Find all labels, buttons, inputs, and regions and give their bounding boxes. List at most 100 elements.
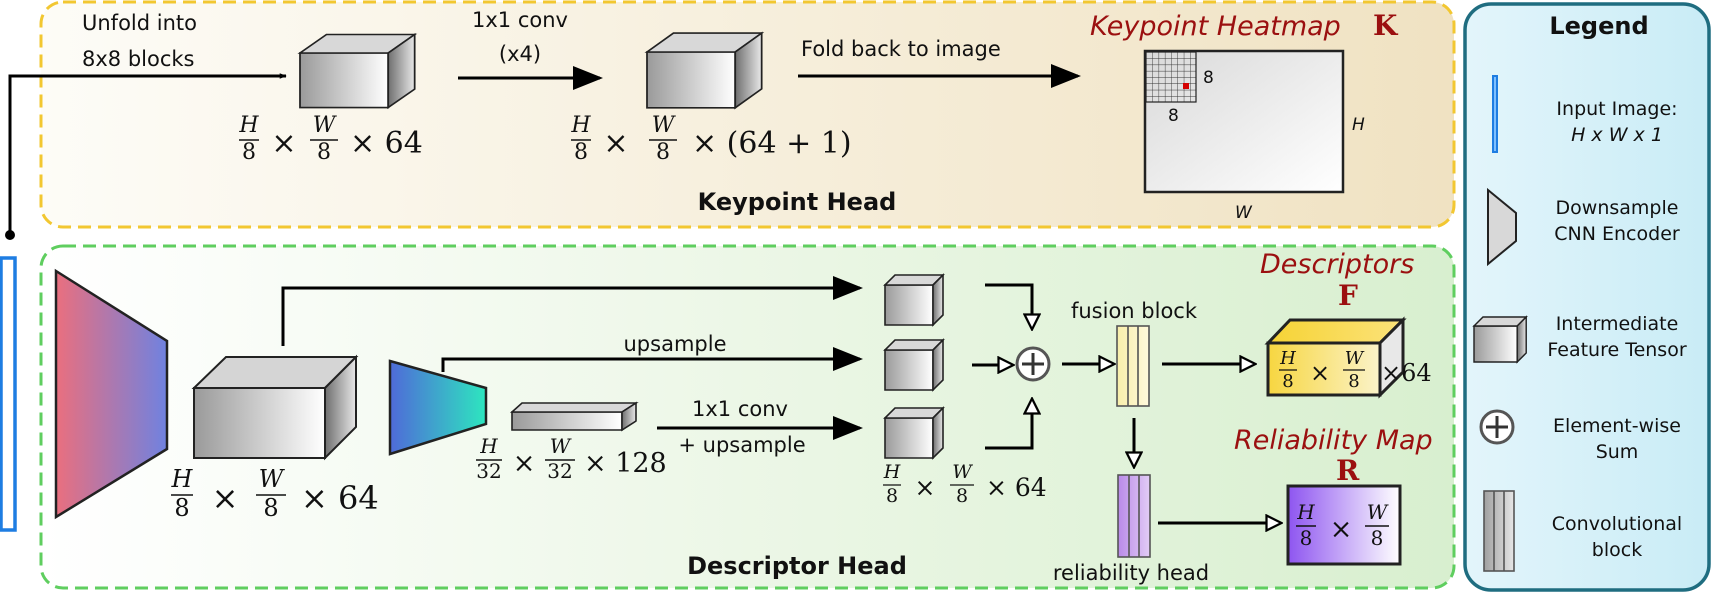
legend-panel — [1463, 2, 1711, 592]
skip-connection-arrow — [281, 276, 863, 346]
legend-title: Legend — [1549, 12, 1648, 40]
encoder-tensor-shape: H 8 × W 8 × 64 — [171, 465, 379, 522]
upsample-label: upsample — [624, 332, 727, 356]
top-to-sum-arrow — [985, 283, 1032, 328]
svg-text:H: H — [479, 434, 498, 458]
svg-text:8: 8 — [1282, 371, 1293, 392]
keypoint-tensor-2-shape: H 8 × W 8 × (64 + 1) — [570, 113, 851, 165]
svg-text:W: W — [952, 461, 973, 483]
input-image-bar — [0, 256, 17, 532]
legend-sum-label-2: Sum — [1596, 441, 1639, 463]
branch-tensor-bottom — [884, 407, 944, 459]
kp-conv-label-2: (x4) — [499, 42, 541, 66]
deep-cnn-encoder — [388, 359, 488, 456]
keypoint-heatmap-title: Keypoint Heatmap — [1090, 11, 1341, 42]
unfold-label-2: 8x8 blocks — [82, 47, 195, 71]
cnn-encoder — [54, 268, 169, 520]
keypoint-head-title: Keypoint Head — [698, 188, 897, 216]
fold-label: Fold back to image — [801, 37, 1001, 61]
svg-text:× (64 + 1): × (64 + 1) — [692, 126, 852, 161]
input-to-keypoint-arrow — [8, 73, 287, 235]
kp-conv-label-1: 1x1 conv — [472, 8, 568, 32]
branch-tensor-top — [884, 274, 944, 326]
svg-text:×: × — [212, 479, 239, 517]
reliability-map-symbol: R — [1336, 454, 1360, 487]
keypoint-tensor-1-shape: H 8 × W 8 × 64 — [238, 113, 422, 165]
svg-text:8: 8 — [886, 485, 898, 507]
legend-input-image-label-1: Input Image: — [1556, 98, 1677, 120]
svg-text:× 64: × 64 — [986, 473, 1047, 502]
legend-conv-block-icon — [1483, 490, 1515, 572]
fusion-block-label: fusion block — [1071, 299, 1198, 323]
descriptors-tensor-shape: H 8 × W 8 ×64 — [1279, 348, 1432, 392]
legend-input-image-icon — [1492, 75, 1498, 153]
legend-tensor-label-1: Intermediate — [1556, 313, 1679, 335]
svg-text:H: H — [883, 461, 901, 483]
svg-text:8: 8 — [656, 140, 670, 165]
svg-text:×: × — [513, 448, 536, 479]
svg-text:W: W — [1345, 348, 1365, 369]
svg-text:W: W — [1367, 500, 1389, 524]
svg-text:32: 32 — [547, 459, 572, 483]
descriptor-head-title: Descriptor Head — [687, 552, 907, 580]
svg-text:H: H — [570, 113, 591, 138]
deep-feature-tensor — [509, 401, 639, 432]
svg-text:8: 8 — [174, 494, 189, 522]
descriptors-tensor — [1264, 316, 1407, 399]
encoder-feature-tensor — [191, 354, 359, 461]
deep-tensor-shape: H 32 × W 32 × 128 — [476, 434, 667, 483]
svg-text:×: × — [1330, 514, 1353, 545]
legend-conv-label-1: Convolutional — [1552, 513, 1682, 535]
legend-conv-label-2: block — [1592, 539, 1642, 561]
svg-text:W: W — [652, 113, 677, 138]
keypoint-tensor-1 — [299, 33, 416, 109]
svg-text:8: 8 — [1300, 526, 1313, 550]
svg-text:W: W — [259, 465, 286, 493]
descriptor-head-panel — [39, 244, 1456, 590]
svg-text:×: × — [271, 126, 296, 161]
desc-conv-label-1: 1x1 conv — [692, 397, 788, 421]
fusion-block — [1116, 325, 1150, 407]
legend-encoder-label-1: Downsample — [1556, 197, 1679, 219]
svg-text:8: 8 — [263, 494, 278, 522]
legend-sum-label-1: Element-wise — [1553, 415, 1681, 437]
svg-text:×: × — [915, 473, 936, 502]
element-wise-sum-node — [1015, 346, 1051, 382]
heatmap-width-label: W — [1235, 203, 1253, 223]
bottom-to-sum-arrow — [985, 400, 1032, 450]
heatmap-height-label: H — [1352, 115, 1365, 135]
svg-text:×: × — [1310, 359, 1330, 387]
svg-text:8: 8 — [317, 140, 331, 165]
svg-text:×: × — [603, 126, 628, 161]
keypoint-heatmap-symbol: K — [1373, 9, 1399, 42]
reliability-map — [1286, 484, 1402, 566]
legend-tensor-icon — [1473, 316, 1527, 363]
svg-text:8: 8 — [1371, 526, 1384, 550]
svg-text:× 64: × 64 — [350, 126, 423, 161]
svg-text:8: 8 — [956, 485, 968, 507]
svg-text:× 128: × 128 — [584, 448, 667, 479]
legend-encoder-label-2: CNN Encoder — [1554, 223, 1680, 245]
svg-text:H: H — [1296, 500, 1315, 524]
svg-text:H: H — [171, 465, 194, 493]
cell-width-label: 8 — [1203, 68, 1214, 88]
upsample-arrow — [441, 347, 863, 372]
reliability-map-title: Reliability Map — [1234, 425, 1433, 456]
svg-text:×64: ×64 — [1381, 359, 1432, 387]
svg-text:W: W — [550, 434, 572, 458]
legend-input-image-label-2: H x W x 1 — [1571, 124, 1663, 146]
unfold-label-1: Unfold into — [82, 11, 197, 35]
branch-tensor-mid — [884, 339, 944, 391]
reliability-map-shape: H 8 × W 8 — [1296, 500, 1389, 550]
svg-text:H: H — [1279, 348, 1296, 369]
reliability-head-label: reliability head — [1053, 561, 1209, 585]
desc-conv-label-2: + upsample — [678, 433, 805, 457]
legend-sum-icon — [1479, 409, 1515, 445]
keypoint-tensor-2 — [646, 32, 763, 109]
branch-tensor-shape: H 8 × W 8 × 64 — [883, 461, 1047, 507]
svg-text:× 64: × 64 — [301, 479, 379, 517]
legend-encoder-icon — [1487, 187, 1517, 267]
heatmap-cell-grid — [1145, 51, 1197, 103]
cell-height-label: 8 — [1168, 106, 1179, 126]
